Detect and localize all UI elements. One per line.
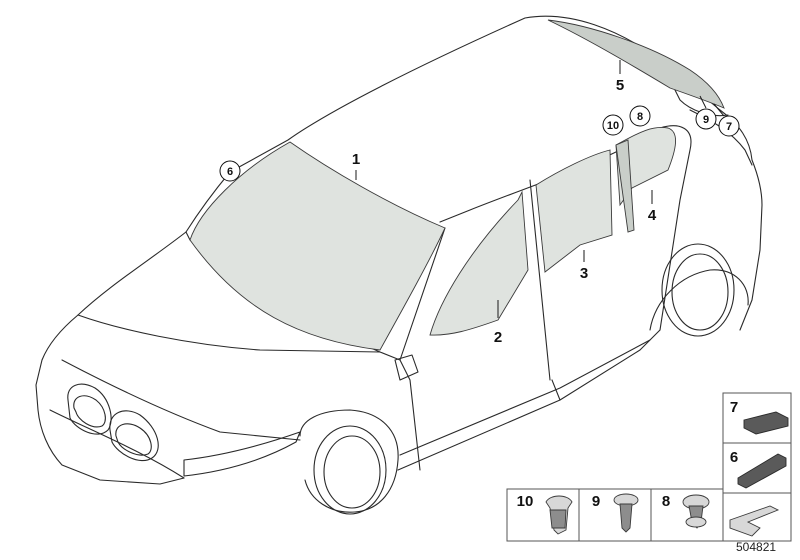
legend-10-label: 10 xyxy=(517,493,534,510)
legend-box-7: 7 xyxy=(722,392,792,444)
callout-2: 2 xyxy=(494,329,502,346)
fixing-arrow-icon xyxy=(729,505,780,537)
legend-6-label: 6 xyxy=(730,449,738,466)
leader-lines xyxy=(355,60,725,318)
legend-9-label: 9 xyxy=(592,493,600,510)
expanding-rivet-10-shank xyxy=(549,509,567,529)
circled-callout-6-label: 6 xyxy=(227,166,233,178)
circled-callout-9-label: 9 xyxy=(703,114,709,126)
adhesive-strip-6 xyxy=(737,453,787,489)
circled-callout-7: 7 xyxy=(718,115,740,137)
front-door-window xyxy=(429,190,529,336)
legend-box-10: 10 xyxy=(506,488,580,542)
windscreen xyxy=(189,141,446,351)
screw-9-thread xyxy=(619,503,633,533)
car-body-outline xyxy=(35,15,763,515)
leader-9 xyxy=(699,95,707,109)
rear-window xyxy=(547,19,725,109)
legend-8-label: 8 xyxy=(662,493,670,510)
diagram-id-number: 504821 xyxy=(736,540,777,554)
leader-7 xyxy=(713,103,725,117)
screw-8-washer xyxy=(685,516,707,528)
circled-callout-10: 10 xyxy=(602,114,624,136)
legend-box-6: 6 xyxy=(722,442,792,494)
legend-box-arrow xyxy=(722,492,792,542)
circled-callout-8-label: 8 xyxy=(637,111,643,123)
legend-box-8: 8 xyxy=(650,488,724,542)
quarter-window xyxy=(615,127,676,233)
circled-callout-7-label: 7 xyxy=(726,121,732,133)
legend-7-label: 7 xyxy=(730,399,738,416)
circled-callout-6: 6 xyxy=(219,160,241,182)
rear-door-window xyxy=(535,149,613,273)
circled-callout-10-label: 10 xyxy=(607,120,619,132)
legend-box-9: 9 xyxy=(578,488,652,542)
callout-5: 5 xyxy=(616,77,624,94)
callout-1: 1 xyxy=(352,151,360,168)
circled-callout-9: 9 xyxy=(695,108,717,130)
circled-callout-8: 8 xyxy=(629,105,651,127)
callout-4: 4 xyxy=(648,207,657,224)
adhesive-pad-7 xyxy=(743,411,789,435)
callout-3: 3 xyxy=(580,265,588,282)
